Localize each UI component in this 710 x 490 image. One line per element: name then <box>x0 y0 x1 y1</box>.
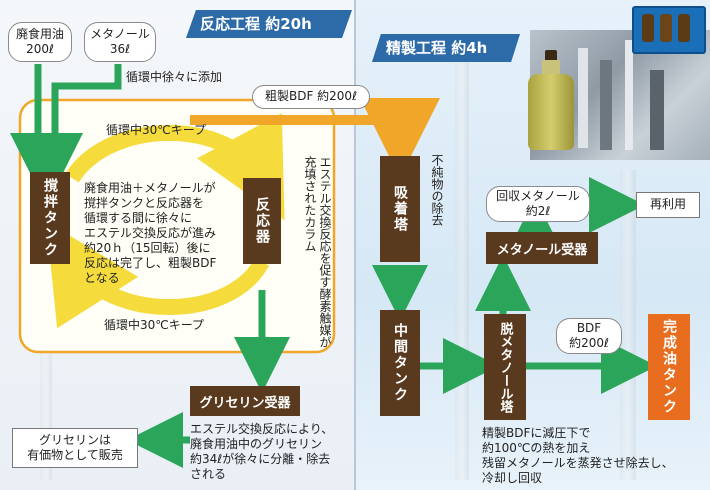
methanol-add-note: 循環中徐々に添加 <box>126 70 223 84</box>
methanol-input: メタノール 36ℓ <box>84 22 156 62</box>
demethanol-note-line: 冷却し回収 <box>482 471 543 485</box>
methanol-volume: 36ℓ <box>109 42 131 56</box>
glycerin-sale-line: グリセリンは <box>38 433 111 447</box>
cycle-arc-top <box>65 113 285 221</box>
crude-bdf-arrow <box>190 98 440 178</box>
cycle-description-line: 循環する間に徐々に <box>84 211 193 225</box>
bottle-icon <box>660 14 672 42</box>
crate-photo <box>632 6 706 54</box>
glycerin-note-line: される <box>190 467 227 481</box>
cycle-description: 廃食用油＋メタノールが 撹拌タンクと反応器を 循環する間に徐々に エステル交換反… <box>84 181 244 286</box>
plant-pipe-icon <box>650 70 664 150</box>
reactor: 反応器 <box>243 178 281 264</box>
recovered-methanol-volume: 約2ℓ <box>525 204 551 218</box>
glycerin-note-line: 廃食用油中のグリセリン <box>190 437 323 451</box>
methanol-receiver: メタノール受器 <box>486 232 598 264</box>
methanol-label: メタノール <box>90 27 150 41</box>
glycerin-note: エステル交換反応により、 廃食用油中のグリセリン 約34ℓが徐々に分離・除去 さ… <box>190 422 358 482</box>
plant-pipe-icon <box>578 48 588 148</box>
plant-pipe-icon <box>600 60 612 150</box>
demethanol-note: 精製BDFに減圧下で 約100℃の熱を加え 残留メタノールを蒸発させ除去し、 冷… <box>482 426 702 486</box>
phase-divider <box>354 0 356 490</box>
glycerin-sale-line: 有価物として販売 <box>27 448 123 462</box>
glycerin-receiver: グリセリン受器 <box>190 386 300 416</box>
phase-refining-header: 精製工程 約4h <box>372 34 520 62</box>
stirring-tank: 撹拌タンク <box>30 172 70 264</box>
cycle-bottom-label: 循環中30℃キープ <box>104 318 205 332</box>
waste-oil-volume: 200ℓ <box>26 42 54 56</box>
bdf-bottle-icon <box>528 50 574 150</box>
finished-oil-tank: 完成油タンク <box>648 314 690 420</box>
cycle-arc-bottom <box>46 221 270 329</box>
reactor-note: エステル交換反応を促す酵素触媒が充填されたカラム <box>303 156 332 348</box>
waste-oil-label: 廃食用油 <box>15 27 64 41</box>
bdf-output-volume: 約200ℓ <box>569 336 609 350</box>
glycerin-note-line: エステル交換反応により、 <box>190 422 334 436</box>
bottle-icon <box>642 14 654 42</box>
bottle-icon <box>678 14 690 42</box>
cycle-description-line: 反応は完了し、粗製BDF <box>84 256 217 270</box>
cycle-description-line: 撹拌タンクと反応器を <box>84 196 205 210</box>
adsorption-note: 不純物の除去 <box>430 154 444 226</box>
intermediate-tank: 中間タンク <box>380 310 420 416</box>
demethanol-note-line: 約100℃の熱を加え <box>482 441 591 455</box>
cycle-description-line: 廃食用油＋メタノールが <box>84 181 216 195</box>
glycerin-sale-box: グリセリンは 有価物として販売 <box>12 428 138 468</box>
demethanol-note-line: 精製BDFに減圧下で <box>482 426 591 440</box>
adsorption-tower: 吸着塔 <box>380 156 420 262</box>
cycle-top-label: 循環中30℃キープ <box>106 123 207 137</box>
recovered-methanol: 回収メタノール 約2ℓ <box>486 186 590 222</box>
recovered-methanol-label: 回収メタノール <box>496 189 580 203</box>
reuse-box: 再利用 <box>636 192 700 218</box>
waste-oil-input: 廃食用油 200ℓ <box>8 22 72 62</box>
background-pipe <box>620 170 636 480</box>
cycle-description-line: エステル交換反応が進み <box>84 226 217 240</box>
demethanol-note-line: 残留メタノールを蒸発させ除去し、 <box>482 456 674 470</box>
glycerin-note-line: 約34ℓが徐々に分離・除去 <box>190 452 331 466</box>
crude-bdf-label: 粗製BDF 約200ℓ <box>252 85 370 109</box>
bdf-output-label: BDF <box>576 321 602 335</box>
methanol-feed-arrow <box>27 64 122 189</box>
cycle-description-line: となる <box>84 271 120 285</box>
phase-reaction-header: 反応工程 約20h <box>186 10 352 38</box>
cycle-description-line: 約20ｈ（15回転）後に <box>84 241 211 255</box>
plant-pipe-icon <box>625 40 633 150</box>
bdf-output: BDF 約200ℓ <box>556 318 622 354</box>
demethanol-tower: 脱メタノール塔 <box>484 314 526 420</box>
